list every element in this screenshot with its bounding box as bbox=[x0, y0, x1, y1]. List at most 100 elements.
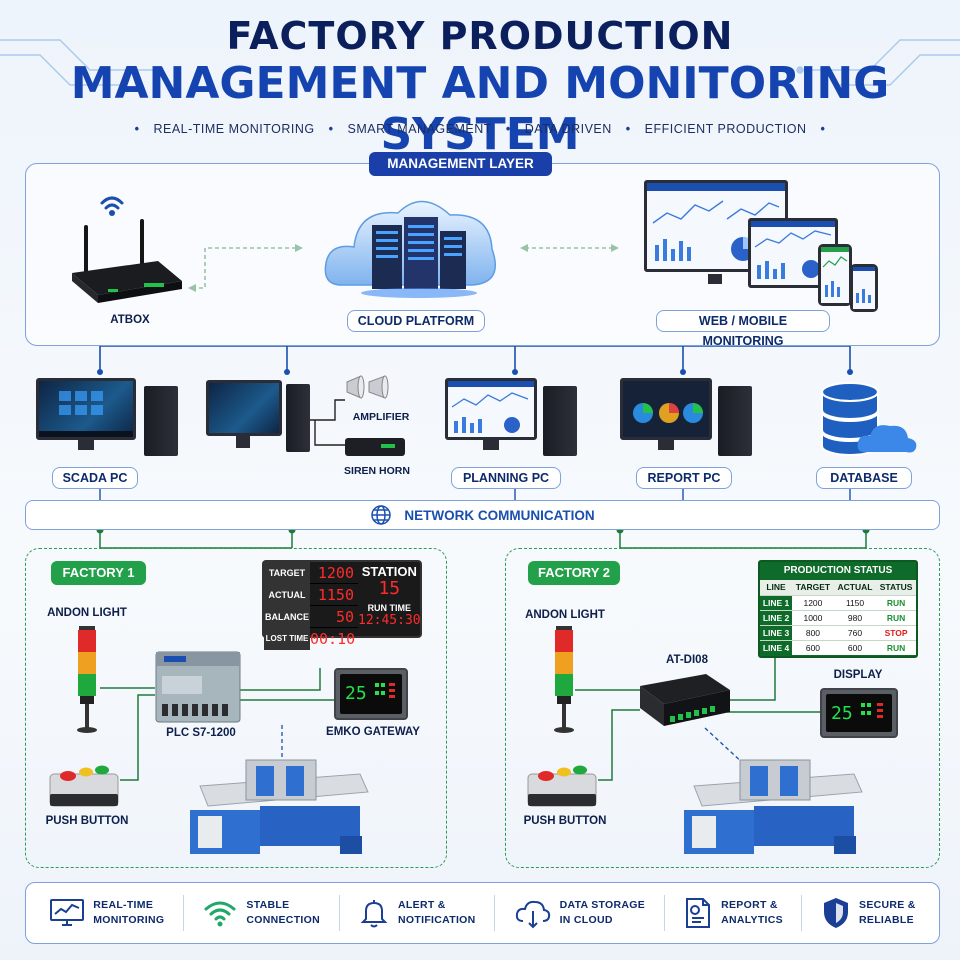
atbox-label: ATBOX bbox=[110, 314, 150, 326]
pc-tower bbox=[543, 386, 577, 456]
alarm-monitor bbox=[206, 380, 282, 436]
tablet-chart-icon bbox=[751, 221, 835, 279]
feature-line1: REPORT & bbox=[721, 899, 778, 911]
globe-icon bbox=[371, 505, 392, 525]
status-header-row: LINE TARGET ACTUAL STATUS bbox=[760, 580, 916, 595]
report-icon bbox=[686, 898, 711, 928]
status-line: LINE 4 bbox=[760, 639, 793, 655]
scada-pc bbox=[36, 378, 186, 458]
tag-efficient: EFFICIENT PRODUCTION bbox=[644, 122, 807, 136]
tag-smart: SMART MANAGEMENT bbox=[347, 122, 492, 136]
emko-gateway-device: 25 bbox=[334, 668, 408, 720]
feature-alert: ALERT &NOTIFICATION bbox=[358, 897, 475, 929]
plc-s7-1200 bbox=[154, 648, 242, 724]
dashboard-chart-icon bbox=[647, 183, 785, 261]
board-key: BALANCE bbox=[264, 605, 310, 628]
station-label: STATION bbox=[361, 564, 417, 579]
cloud-storage-icon bbox=[515, 900, 550, 929]
feature-line2: MONITORING bbox=[93, 914, 165, 926]
station-panel: STATION 15 RUN TIME 12:45:30 bbox=[358, 562, 421, 636]
status-target: 1200 bbox=[792, 594, 834, 610]
feature-line2: RELIABLE bbox=[859, 914, 914, 926]
report-screen bbox=[623, 381, 709, 437]
pc-tower bbox=[286, 384, 310, 452]
report-pie-icon bbox=[633, 403, 703, 423]
status-actual: 760 bbox=[833, 624, 877, 640]
feature-line1: STABLE bbox=[246, 899, 290, 911]
siren-indicator bbox=[381, 444, 395, 448]
planning-pc bbox=[445, 378, 585, 458]
factory-1-badge: FACTORY 1 bbox=[51, 561, 146, 585]
board-key: ACTUAL bbox=[264, 583, 310, 606]
feature-secure: SECURE &RELIABLE bbox=[821, 896, 916, 930]
run-time-value: 12:45:30 bbox=[358, 613, 421, 628]
f1-andon-light bbox=[72, 624, 102, 736]
push-button-icon bbox=[49, 765, 119, 807]
f2-machine bbox=[684, 756, 864, 856]
f1-push-button bbox=[46, 760, 122, 810]
plc-module-icon bbox=[155, 651, 241, 723]
status-col-header: TARGET bbox=[792, 580, 834, 595]
status-state: STOP bbox=[876, 624, 916, 640]
monitor-chart-icon bbox=[50, 899, 85, 926]
f2-display-device: 25 bbox=[820, 688, 898, 738]
status-actual: 980 bbox=[833, 609, 877, 625]
monitor-stand bbox=[78, 440, 94, 450]
board-value: 50 bbox=[335, 607, 354, 626]
status-actual: 600 bbox=[833, 639, 877, 655]
production-status-title: PRODUCTION STATUS bbox=[783, 565, 893, 576]
status-state: RUN bbox=[876, 639, 916, 655]
factory-1-panel bbox=[25, 548, 447, 868]
tag-dot: • bbox=[505, 122, 511, 136]
at-di08-module bbox=[636, 670, 732, 730]
planning-pc-label: PLANNING PC bbox=[451, 467, 561, 489]
monitor-stand bbox=[236, 436, 250, 448]
plc-label: PLC S7-1200 bbox=[166, 727, 236, 739]
feature-divider bbox=[801, 895, 803, 931]
pc-tower bbox=[144, 386, 178, 456]
f2-andon-light bbox=[549, 624, 579, 736]
title-line-1: FACTORY PRODUCTION bbox=[226, 14, 734, 58]
feature-line1: ALERT & bbox=[398, 899, 446, 911]
cloud-server-icon bbox=[324, 200, 496, 298]
run-time-label: RUN TIME bbox=[367, 603, 412, 613]
phone-device-2 bbox=[850, 264, 878, 312]
database-label: DATABASE bbox=[816, 467, 912, 489]
gateway-label: EMKO GATEWAY bbox=[326, 726, 420, 738]
alarm-screen bbox=[209, 383, 279, 433]
feature-line2: CONNECTION bbox=[246, 914, 320, 926]
f1-push-label: PUSH BUTTON bbox=[45, 815, 129, 827]
shield-icon bbox=[824, 898, 849, 928]
network-label: NETWORK COMMUNICATION bbox=[404, 507, 595, 523]
status-state: RUN bbox=[876, 594, 916, 610]
board-key: TARGET bbox=[264, 561, 310, 584]
feature-line2: ANALYTICS bbox=[721, 914, 783, 926]
phone-screen-1 bbox=[821, 247, 849, 303]
feature-text: STABLE CONNECTION bbox=[246, 898, 320, 928]
board-value: 00:10 bbox=[310, 630, 356, 648]
andon-tower-icon bbox=[554, 626, 574, 733]
scada-pc-label: SCADA PC bbox=[52, 467, 138, 489]
web-mobile-devices bbox=[640, 178, 880, 314]
monitor-stand bbox=[658, 440, 674, 450]
title-line-2: MANAGEMENT AND MONITORING SYSTEM bbox=[70, 58, 890, 160]
pc-tower bbox=[718, 386, 752, 456]
cnc-machine-icon bbox=[684, 759, 863, 854]
siren-box bbox=[345, 438, 405, 456]
planning-monitor bbox=[445, 378, 537, 440]
gateway-screen: 25 bbox=[340, 674, 402, 714]
phone-screen-2 bbox=[853, 267, 875, 309]
status-col-header: STATUS bbox=[876, 580, 916, 595]
cloud-platform-label: CLOUD PLATFORM bbox=[347, 310, 485, 332]
feature-divider bbox=[663, 895, 665, 931]
f1-andon-label: ANDON LIGHT bbox=[47, 607, 127, 619]
feature-text: ALERT &NOTIFICATION bbox=[398, 898, 475, 928]
factory-2-panel bbox=[505, 548, 940, 868]
display-screen: 25 bbox=[826, 694, 892, 732]
